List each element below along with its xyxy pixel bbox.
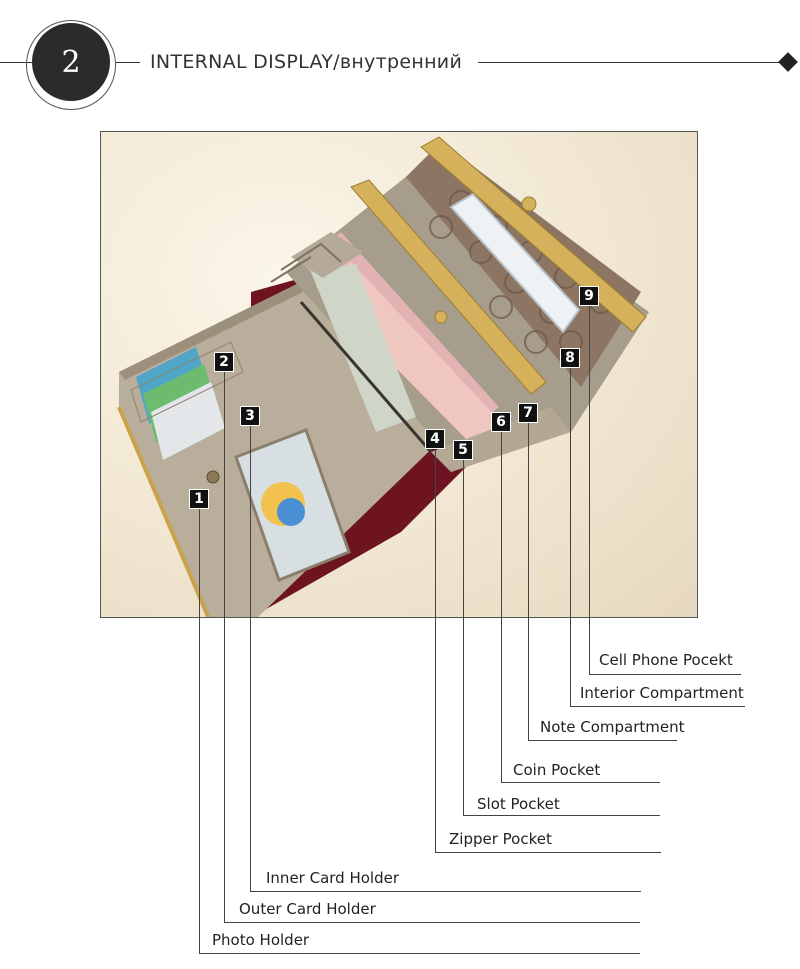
callout-marker-5: 5 xyxy=(453,440,473,460)
leader-line-2-horizontal xyxy=(224,922,640,923)
callout-label-outer-card-holder: Outer Card Holder xyxy=(239,900,376,918)
leader-line-1-horizontal xyxy=(199,953,640,954)
callout-label-photo-holder: Photo Holder xyxy=(212,931,310,949)
callout-label-zipper-pocket: Zipper Pocket xyxy=(449,830,552,848)
callout-marker-6: 6 xyxy=(491,412,511,432)
leader-line-9-horizontal xyxy=(589,674,741,675)
leader-line-7-vertical xyxy=(528,423,529,741)
callout-marker-9: 9 xyxy=(579,286,599,306)
callout-marker-4: 4 xyxy=(425,429,445,449)
leader-line-9-vertical xyxy=(589,306,590,675)
callout-label-interior-compartment: Interior Compartment xyxy=(580,684,744,702)
leader-line-8-vertical xyxy=(570,368,571,707)
leader-line-3-vertical xyxy=(250,426,251,892)
callout-label-slot-pocket: Slot Pocket xyxy=(477,795,560,813)
callout-marker-1: 1 xyxy=(189,489,209,509)
leader-line-5-vertical xyxy=(463,460,464,816)
header-line-mid xyxy=(116,62,140,63)
leader-line-6-vertical xyxy=(501,432,502,783)
open-wallet-illustration xyxy=(117,136,649,617)
leader-line-3-horizontal xyxy=(250,891,641,892)
leader-line-1-vertical xyxy=(199,509,200,954)
step-badge: 2 xyxy=(32,23,110,101)
callout-marker-7: 7 xyxy=(518,403,538,423)
leader-line-5-horizontal xyxy=(463,815,660,816)
callout-marker-2: 2 xyxy=(214,352,234,372)
leader-line-4-horizontal xyxy=(435,852,661,853)
header-line-left xyxy=(0,62,32,63)
leader-line-4-vertical xyxy=(435,449,436,853)
diamond-icon xyxy=(778,52,798,72)
wallet-photo xyxy=(100,131,698,618)
step-badge-ring xyxy=(26,20,116,110)
outer-card-slots xyxy=(130,341,244,460)
callout-label-inner-card-holder: Inner Card Holder xyxy=(266,869,400,887)
header-line-right xyxy=(478,62,784,63)
callout-label-cell-phone-pocket: Cell Phone Pocekt xyxy=(599,651,733,669)
callout-label-note-compartment: Note Compartment xyxy=(540,718,685,736)
callout-marker-8: 8 xyxy=(560,348,580,368)
leader-line-2-vertical xyxy=(224,372,225,923)
callout-marker-3: 3 xyxy=(240,406,260,426)
callout-label-coin-pocket: Coin Pocket xyxy=(513,761,601,779)
leader-line-7-horizontal xyxy=(528,740,677,741)
section-title: INTERNAL DISPLAY/внутренний xyxy=(150,51,463,73)
leader-line-8-horizontal xyxy=(570,706,745,707)
leader-line-6-horizontal xyxy=(501,782,660,783)
